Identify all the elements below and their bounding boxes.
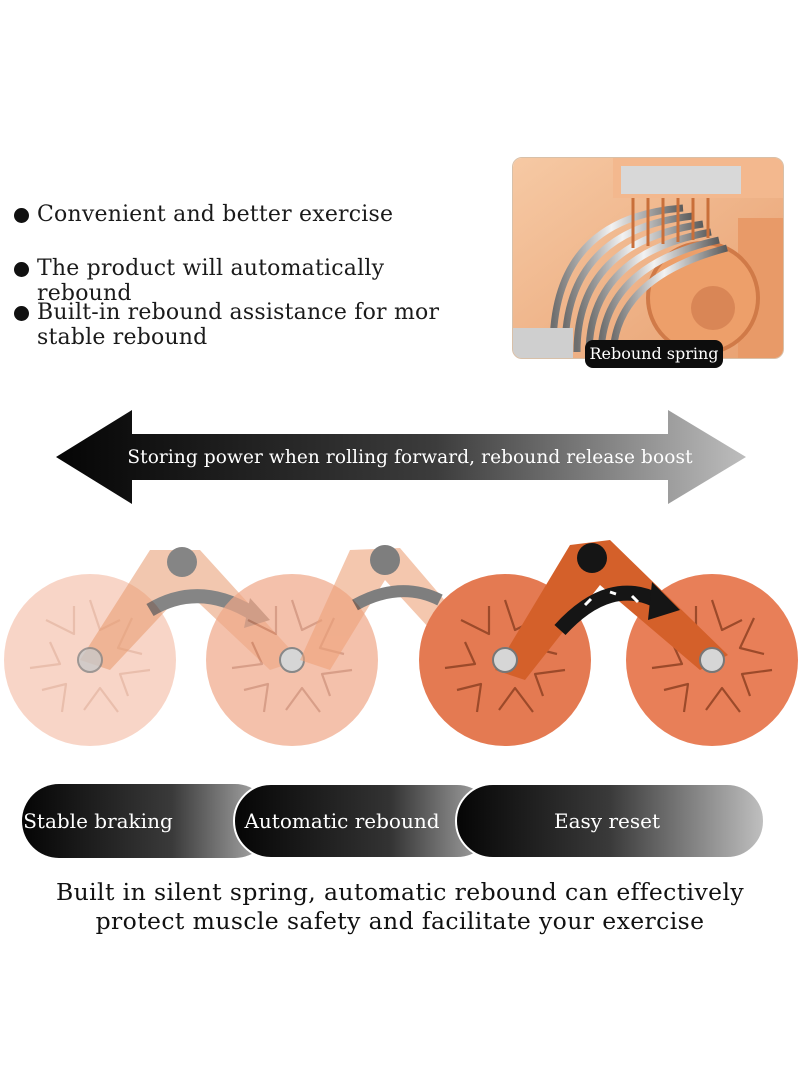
pill-label: Easy reset: [554, 809, 660, 833]
double-arrow-icon: [56, 410, 746, 504]
footer-description: Built in silent spring, automatic reboun…: [0, 878, 800, 936]
footer-line: protect muscle safety and facilitate you…: [95, 907, 705, 935]
ab-roller-illustration: [0, 520, 800, 760]
axle-bolt-icon: [77, 647, 103, 673]
feature-text: The product will automatically rebound: [37, 256, 385, 306]
feature-text: Built-in rebound assistance for mor stab…: [37, 300, 440, 350]
feature-pills: Stable braking Automatic rebound Easy re…: [22, 783, 765, 859]
rebound-spring-image: [512, 157, 784, 359]
direction-arrow: Storing power when rolling forward, rebo…: [56, 410, 746, 504]
axle-bolt-icon: [492, 647, 518, 673]
pill-shapes: [22, 783, 765, 859]
pill-label: Stable braking: [23, 809, 173, 833]
feature-text: Convenient and better exercise: [37, 202, 394, 227]
pill-label: Automatic rebound: [244, 809, 440, 833]
roller-arm: [495, 540, 728, 680]
feature-item: Convenient and better exercise: [14, 202, 477, 227]
bullet-dot-icon: [14, 262, 29, 277]
bullet-dot-icon: [14, 306, 29, 321]
feature-item: The product will automatically rebound: [14, 256, 477, 306]
spring-illustration: [513, 158, 783, 358]
feature-item: Built-in rebound assistance for mor stab…: [14, 300, 477, 350]
footer-line: Built in silent spring, automatic reboun…: [55, 878, 745, 906]
bullet-dot-icon: [14, 208, 29, 223]
roller-arm: [300, 545, 470, 670]
pill-stable-braking: [22, 784, 272, 858]
axle-bolt-icon: [699, 647, 725, 673]
arrow-caption: Storing power when rolling forward, rebo…: [127, 446, 693, 468]
roller-motion-graphic: [4, 540, 798, 746]
rebound-spring-label: Rebound spring: [585, 340, 723, 368]
